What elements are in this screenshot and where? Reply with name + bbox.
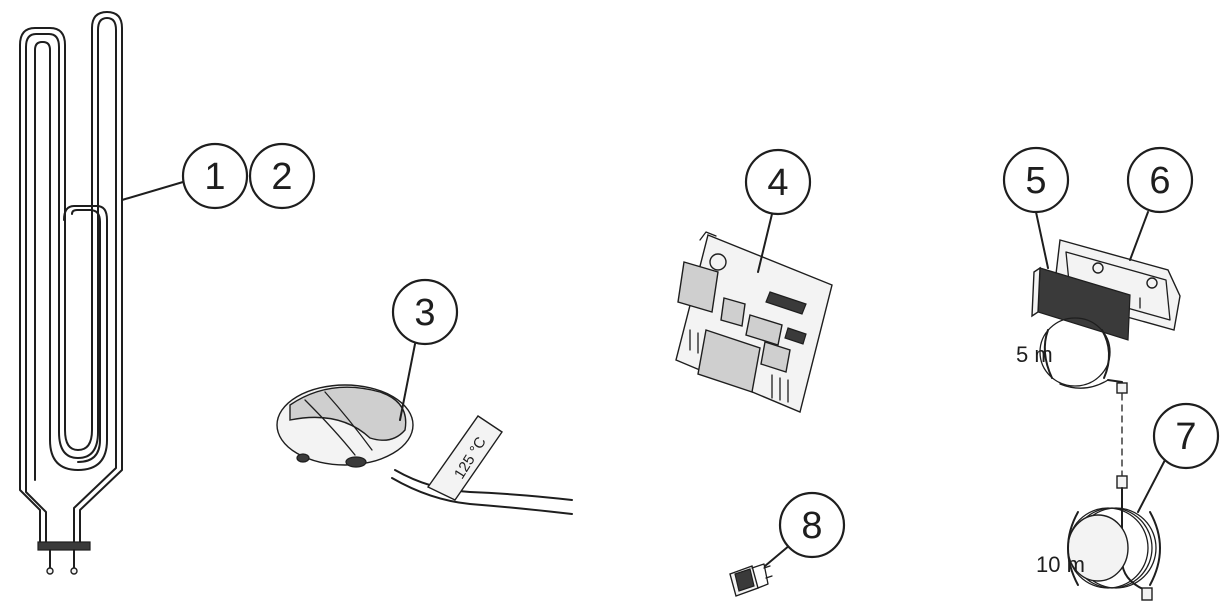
svg-text:1: 1 xyxy=(204,156,225,198)
callout-3: 3 xyxy=(391,278,459,346)
temperature-sensor: 125 °C xyxy=(276,343,573,515)
callout-2: 2 xyxy=(248,142,316,210)
svg-text:7: 7 xyxy=(1175,416,1196,458)
svg-text:5: 5 xyxy=(1025,160,1046,202)
extension-cable: 10 m xyxy=(1036,459,1166,601)
rocker-switch xyxy=(729,544,791,597)
circuit-board xyxy=(675,213,833,413)
control-panel: 5 m xyxy=(1016,211,1181,476)
svg-text:6: 6 xyxy=(1149,160,1170,202)
heating-element xyxy=(19,11,184,575)
callout-6: 6 xyxy=(1126,146,1194,214)
callout-7: 7 xyxy=(1152,402,1220,470)
svg-text:8: 8 xyxy=(801,505,822,547)
svg-text:2: 2 xyxy=(271,156,292,198)
cable-length-short: 5 m xyxy=(1016,342,1053,367)
cable-length-long: 10 m xyxy=(1036,552,1085,577)
callout-8: 8 xyxy=(778,491,846,559)
callout-5: 5 xyxy=(1002,146,1070,214)
svg-text:3: 3 xyxy=(414,292,435,334)
svg-text:4: 4 xyxy=(767,162,788,204)
callout-1: 1 xyxy=(181,142,249,210)
callout-4: 4 xyxy=(744,148,812,216)
